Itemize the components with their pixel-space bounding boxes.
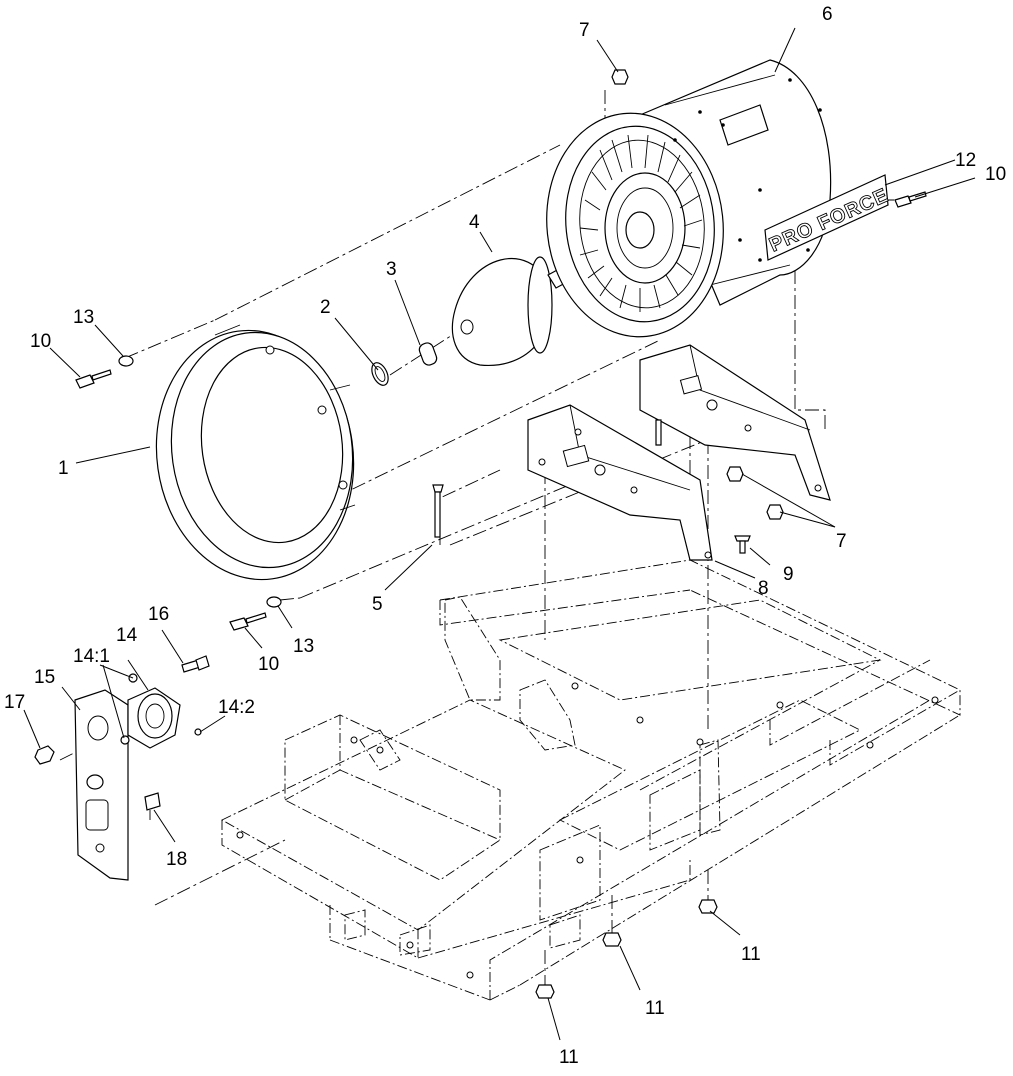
callout-13-left: 13 bbox=[73, 307, 94, 328]
callout-2: 2 bbox=[320, 297, 331, 318]
callout-6: 6 bbox=[822, 4, 833, 25]
callout-9: 9 bbox=[783, 564, 794, 585]
snap-ring bbox=[371, 362, 389, 386]
callout-11-right: 11 bbox=[741, 944, 761, 965]
callout-7-top: 7 bbox=[579, 20, 590, 41]
callout-8: 8 bbox=[758, 578, 769, 599]
callout-14-1: 14:1 bbox=[73, 646, 110, 667]
callout-10-bottom: 10 bbox=[258, 654, 279, 675]
callout-1: 1 bbox=[58, 458, 69, 479]
leader-lines bbox=[23, 27, 976, 1041]
bearing-bracket-assembly bbox=[34, 655, 210, 881]
callout-15: 15 bbox=[34, 667, 55, 688]
mount-brackets bbox=[527, 344, 831, 561]
chassis-frame bbox=[221, 559, 961, 1001]
callout-labels: 1 2 3 4 5 6 7 7 8 9 10 10 10 11 11 11 12… bbox=[4, 4, 1006, 1068]
callout-12: 12 bbox=[955, 150, 976, 171]
callout-11-bottom: 11 bbox=[559, 1047, 579, 1068]
fan-housing bbox=[546, 59, 832, 338]
callout-16: 16 bbox=[148, 604, 169, 625]
callout-14-2: 14:2 bbox=[218, 697, 255, 718]
callout-13-bottom: 13 bbox=[293, 636, 314, 657]
callout-14: 14 bbox=[116, 625, 138, 646]
callout-10-right: 10 bbox=[985, 164, 1006, 185]
key bbox=[418, 342, 438, 366]
callout-4: 4 bbox=[469, 212, 480, 233]
callout-18: 18 bbox=[166, 849, 187, 870]
callout-17: 17 bbox=[4, 692, 25, 713]
nose-cone bbox=[451, 256, 553, 366]
hardware bbox=[75, 69, 927, 999]
callout-3: 3 bbox=[386, 259, 397, 280]
callout-10-left: 10 bbox=[30, 331, 51, 352]
callout-11-middle: 11 bbox=[645, 998, 665, 1019]
housing-ring bbox=[155, 324, 356, 581]
callout-7-right: 7 bbox=[836, 531, 847, 552]
callout-5: 5 bbox=[372, 594, 383, 615]
